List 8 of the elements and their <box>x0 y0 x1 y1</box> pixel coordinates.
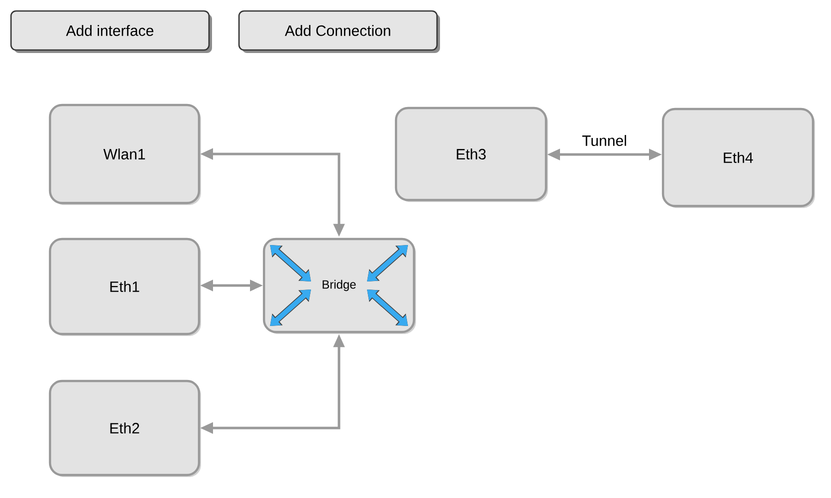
button: Add Connection <box>238 10 440 53</box>
edge-label: Tunnel <box>580 134 628 147</box>
button: Add interface <box>10 10 212 53</box>
interface-box: Eth2 <box>48 380 201 477</box>
interface-box: Eth4 <box>662 108 815 208</box>
interface-box: Wlan1 <box>48 104 201 205</box>
interface-box: Eth1 <box>48 238 201 336</box>
interface-box: Eth3 <box>394 106 548 202</box>
